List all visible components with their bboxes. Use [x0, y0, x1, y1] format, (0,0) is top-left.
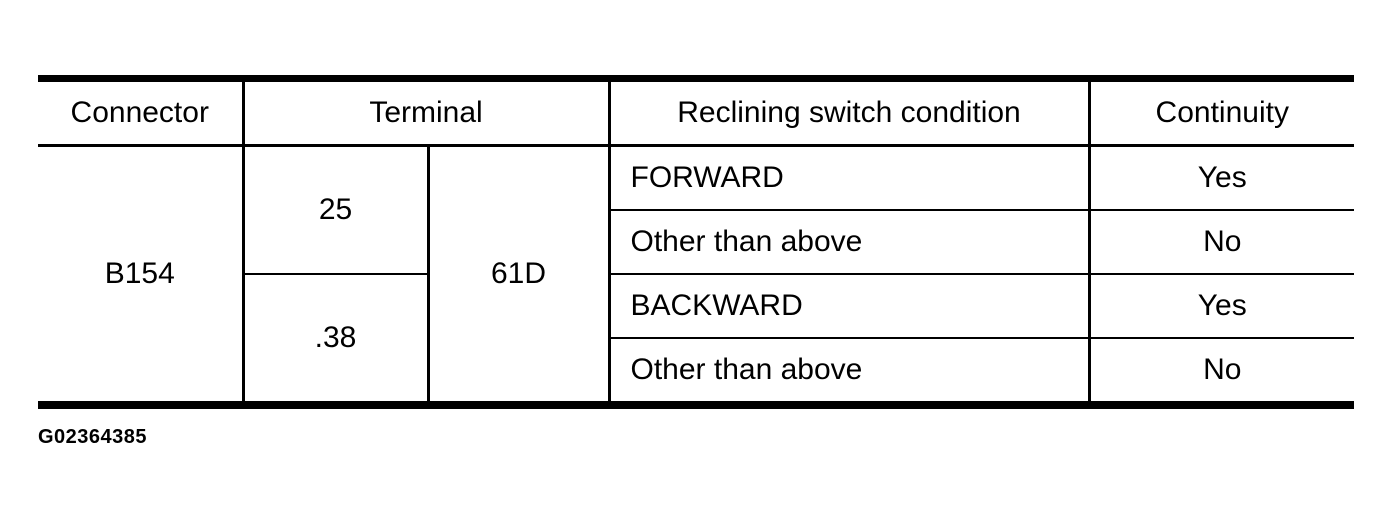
- cell-condition-other-2: Other than above: [609, 338, 1091, 405]
- cell-connector-value: B154: [38, 145, 245, 405]
- cell-continuity-backward: Yes: [1089, 274, 1354, 339]
- header-connector: Connector: [38, 78, 245, 147]
- table-row: Other than above No: [38, 210, 1354, 275]
- figure-id-label: G02364385: [38, 426, 148, 448]
- header-row: Connector Terminal Reclining switch cond…: [38, 78, 1354, 147]
- cell-condition-other-1: Other than above: [609, 210, 1091, 275]
- cell-condition-forward: FORWARD: [609, 145, 1091, 211]
- table-row: .38 BACKWARD Yes: [38, 274, 1354, 405]
- continuity-table-wrap: Connector Terminal Reclining switch cond…: [38, 75, 1354, 409]
- cell-continuity-other-2: No: [1089, 338, 1354, 405]
- cell-terminal-group-1: 25: [243, 145, 430, 275]
- table-row: B154 25 61D FORWARD Yes: [38, 145, 1354, 405]
- header-condition: Reclining switch condition: [609, 78, 1091, 147]
- cell-continuity-forward: Yes: [1089, 145, 1354, 211]
- continuity-test-table: Connector Terminal Reclining switch cond…: [38, 75, 1354, 409]
- cell-condition-backward: BACKWARD: [609, 274, 1091, 339]
- header-continuity: Continuity: [1089, 78, 1354, 147]
- table-row: Other than above No: [38, 338, 1354, 405]
- cell-terminal-shared: 61D: [428, 145, 611, 405]
- cell-terminal-group-2: .38: [243, 274, 430, 405]
- header-terminal: Terminal: [243, 78, 611, 147]
- cell-continuity-other-1: No: [1089, 210, 1354, 275]
